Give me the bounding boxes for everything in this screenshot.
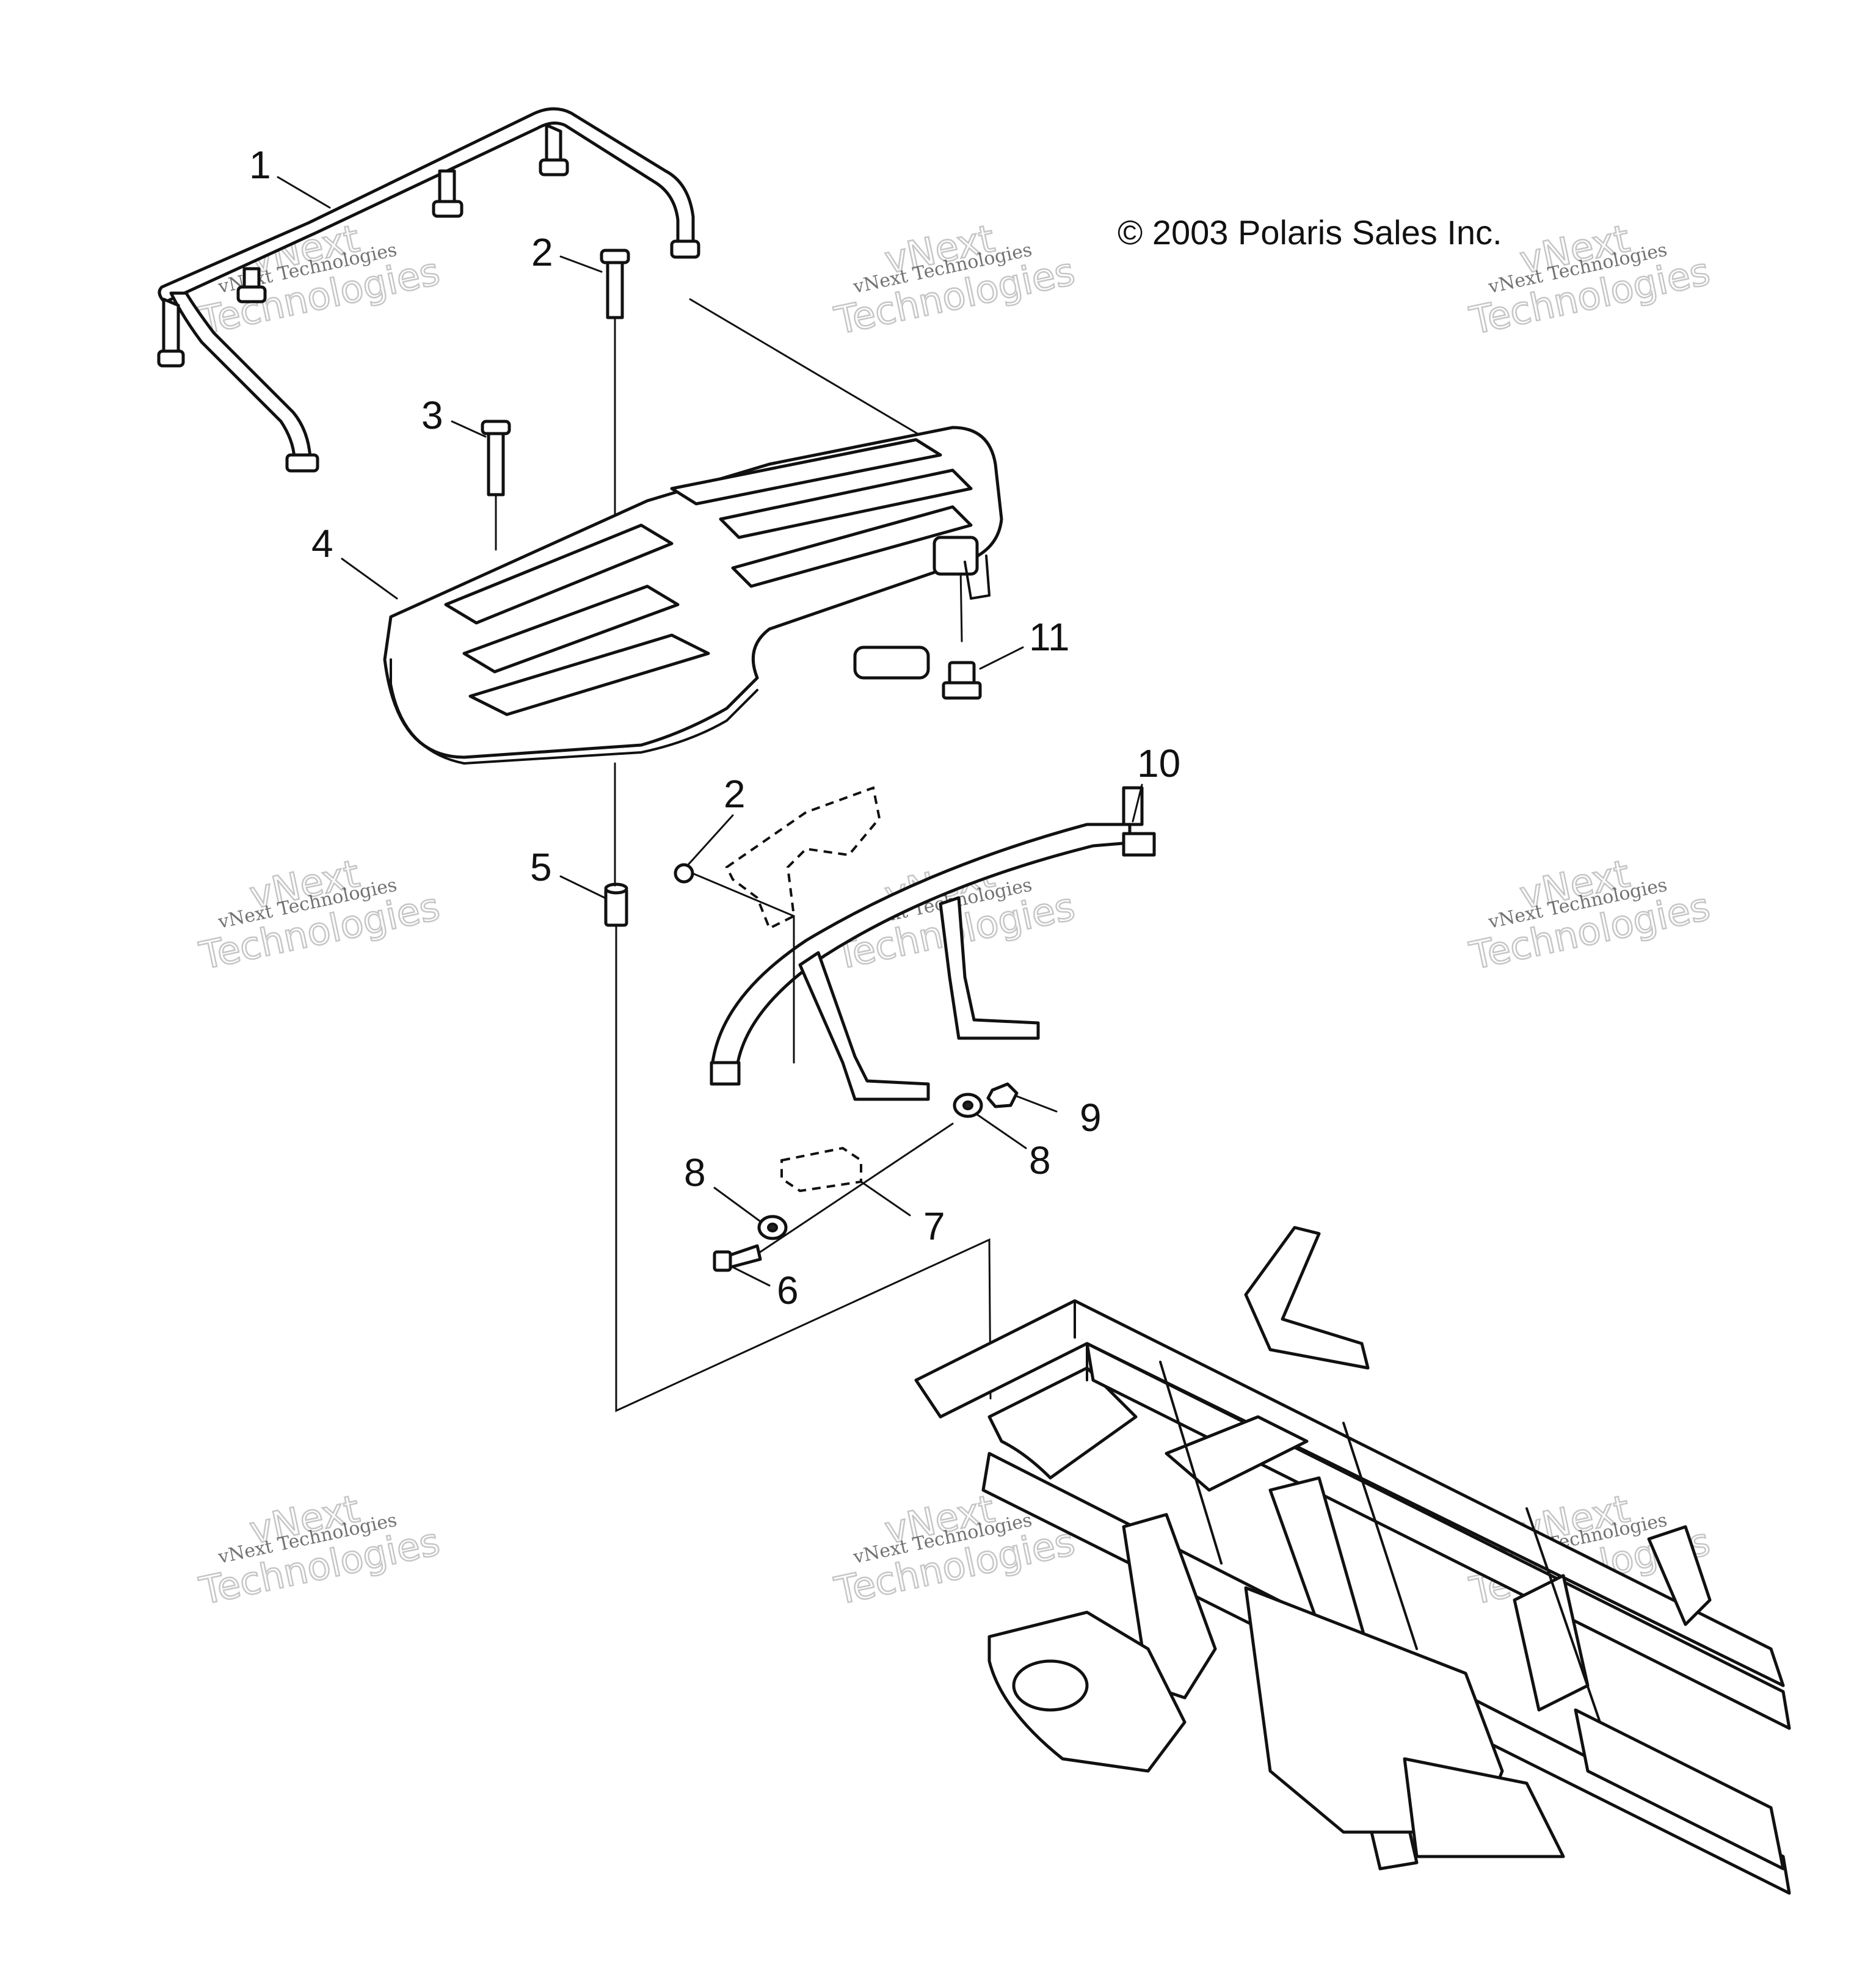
callout-8-left: 8 bbox=[684, 1151, 706, 1195]
callout-6: 6 bbox=[777, 1268, 799, 1312]
leader-line bbox=[341, 558, 398, 600]
leader-line bbox=[1132, 784, 1143, 823]
watermark: vNext vNext Technologies Technologies bbox=[1465, 850, 1714, 979]
leader-line bbox=[860, 1180, 911, 1217]
washer-part bbox=[953, 1093, 983, 1118]
screw-part bbox=[713, 1244, 762, 1272]
leader-line bbox=[732, 1266, 771, 1287]
nut-part bbox=[986, 1082, 1019, 1108]
leader-line bbox=[686, 814, 734, 867]
reference-outline bbox=[725, 786, 881, 930]
watermark: vNext vNext Technologies Technologies bbox=[195, 1485, 444, 1614]
washer-part bbox=[757, 1215, 788, 1240]
callout-10: 10 bbox=[1137, 741, 1180, 785]
rear-bumper-part bbox=[710, 786, 1156, 1101]
leader-line bbox=[559, 875, 606, 899]
bolt-part bbox=[674, 863, 795, 1064]
leader-line bbox=[615, 924, 992, 1413]
grab-bar-part bbox=[157, 107, 700, 473]
watermark: vNext vNext Technologies Technologies bbox=[830, 215, 1079, 344]
copyright-notice: © 2003 Polaris Sales Inc. bbox=[1118, 213, 1502, 252]
callout-11: 11 bbox=[1029, 615, 1069, 659]
callout-7: 7 bbox=[923, 1204, 945, 1248]
watermark: vNext vNext Technologies Technologies bbox=[195, 850, 444, 979]
rear-rack-part bbox=[383, 426, 1003, 765]
nut-part bbox=[942, 661, 982, 700]
callout-3: 3 bbox=[421, 393, 443, 437]
bolt-part bbox=[481, 420, 511, 497]
callout-2: 2 bbox=[531, 230, 553, 274]
leader-line bbox=[713, 1187, 762, 1223]
callout-9: 9 bbox=[1080, 1096, 1102, 1140]
leader-line bbox=[976, 1113, 1027, 1149]
callout-5: 5 bbox=[530, 845, 552, 889]
callout-4: 4 bbox=[311, 522, 333, 566]
leader-line bbox=[451, 420, 487, 438]
callout-1: 1 bbox=[249, 143, 271, 187]
leader-line bbox=[277, 176, 331, 209]
bolt-part bbox=[600, 249, 630, 319]
leader-line bbox=[979, 646, 1024, 670]
leader-line bbox=[559, 255, 603, 273]
leader-line bbox=[759, 1122, 954, 1253]
callout-2-lower: 2 bbox=[724, 772, 746, 816]
plate-part bbox=[780, 1146, 862, 1193]
vehicle-frame bbox=[914, 1226, 1791, 1895]
spacer-part bbox=[604, 882, 628, 927]
leader-line bbox=[1016, 1095, 1058, 1113]
callout-8-right: 8 bbox=[1029, 1138, 1051, 1182]
